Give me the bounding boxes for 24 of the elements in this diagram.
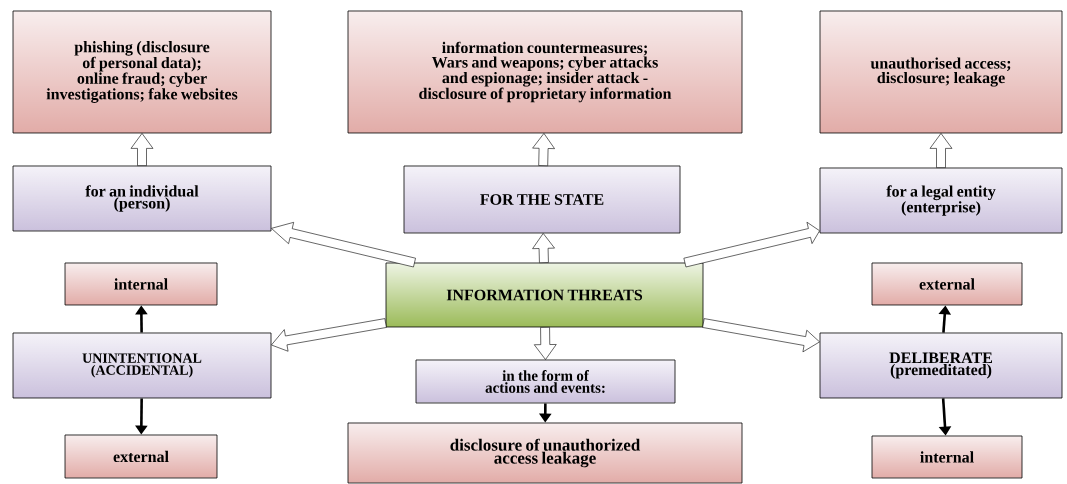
- text-box: disclosure of unauthorized access leakage: [347, 422, 743, 484]
- text-box: internal: [871, 435, 1023, 479]
- block-arrow: [929, 133, 953, 168]
- block-arrow: [532, 233, 555, 263]
- category-box: for a legal entity (enterprise): [819, 167, 1063, 234]
- text-box: external: [64, 434, 218, 479]
- category-box: UNINTENTIONAL (ACCIDENTAL): [12, 332, 272, 399]
- block-arrow: [271, 318, 387, 352]
- block-arrow: [130, 133, 154, 166]
- block-arrow: [271, 222, 416, 268]
- text-box: information countermeasures; Wars and weapons; cyber attacks and espionage; insider attack - disclosure of proprietary information: [347, 10, 743, 134]
- block-arrow: [532, 133, 555, 166]
- block-arrow: [683, 221, 820, 268]
- text-box: internal: [64, 262, 218, 306]
- category-box: FOR THE STATE: [403, 165, 681, 234]
- central-box: INFORMATION THREATS: [385, 262, 704, 328]
- block-arrow: [534, 327, 557, 360]
- text-box: external: [871, 262, 1023, 306]
- text-box: phishing (disclosure of personal data); online fraud; cyber investigations; fake websites: [12, 10, 272, 134]
- text-box: unauthorised access; disclosure; leakage: [819, 10, 1063, 134]
- category-box: for an individual (person): [12, 165, 272, 232]
- category-box: in the form of actions and events:: [415, 359, 676, 404]
- category-box: DELIBERATE (premeditated): [819, 332, 1063, 399]
- block-arrow: [702, 318, 820, 353]
